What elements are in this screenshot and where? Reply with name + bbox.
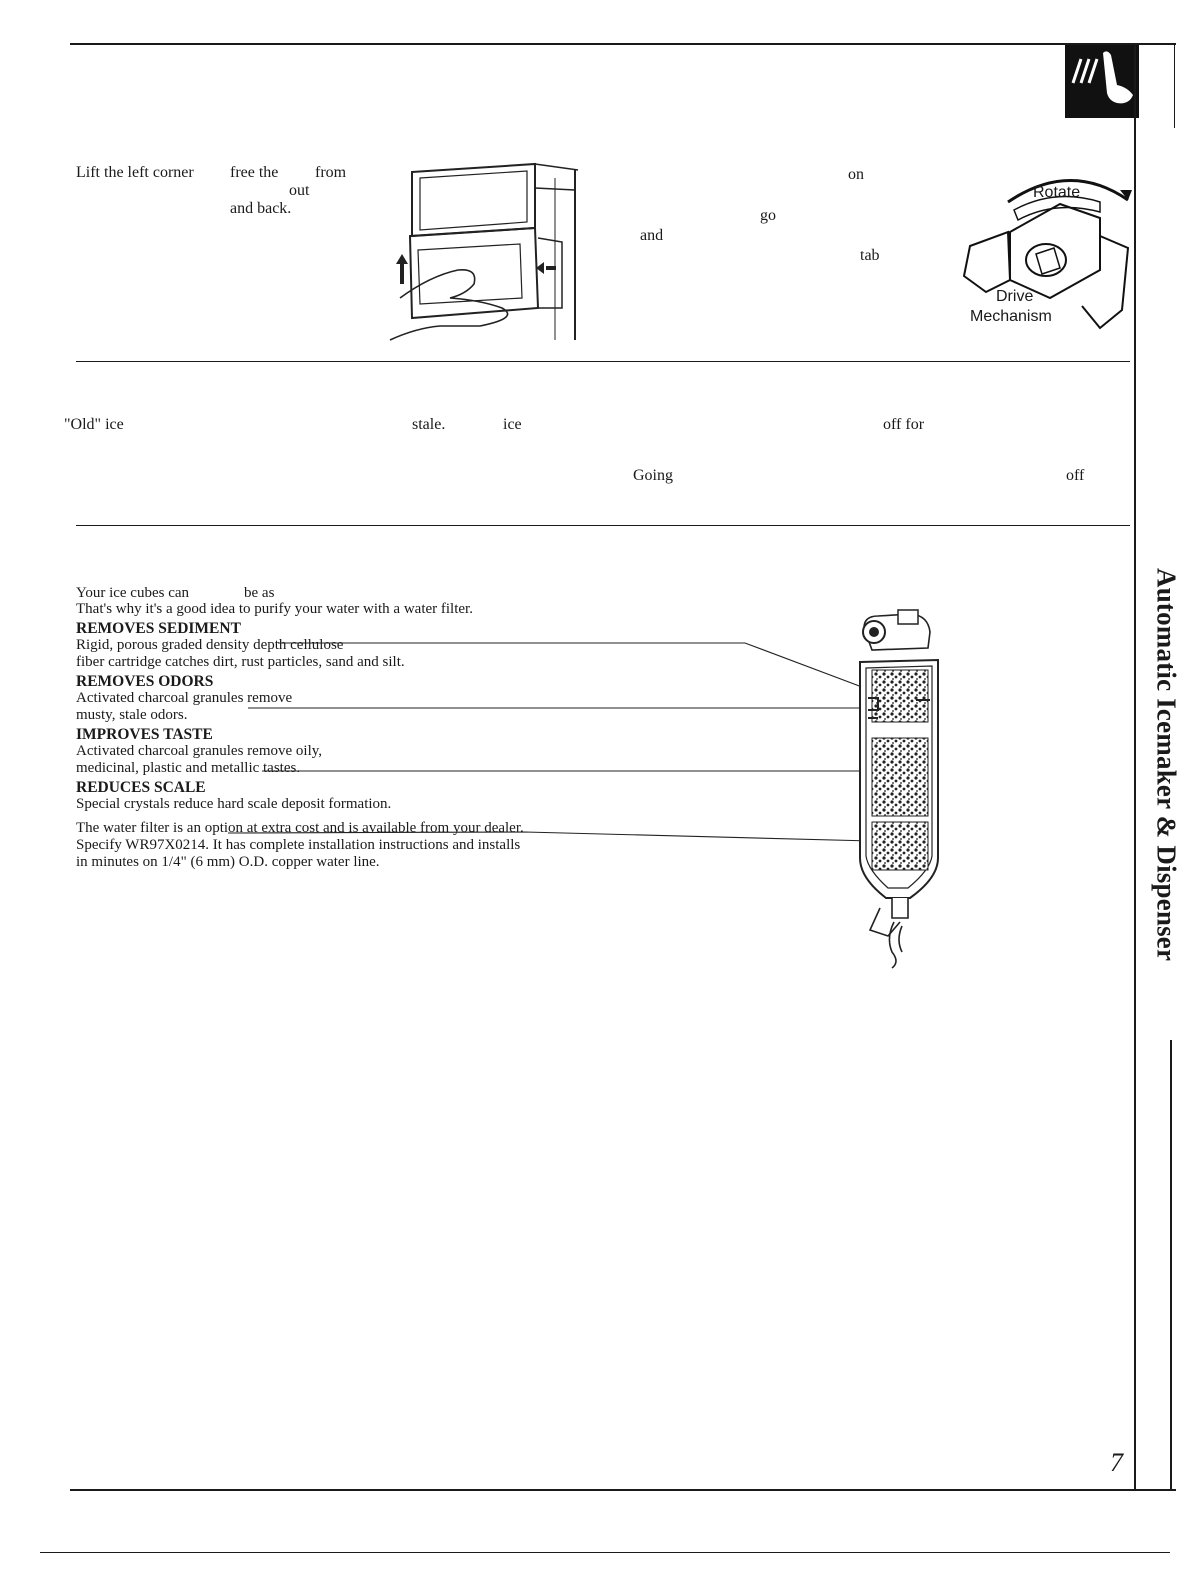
rotate-label: Rotate xyxy=(1033,184,1081,201)
drive-mechanism-diagram: Rotate Drive Mechanism xyxy=(950,160,1135,350)
top-rule xyxy=(70,43,1176,45)
bottom-rule xyxy=(70,1489,1176,1491)
feature-line: Special crystals reduce hard scale depos… xyxy=(76,796,392,812)
section-divider-2 xyxy=(76,525,1130,526)
old-ice-text-2: stale. xyxy=(412,416,446,433)
section-side-tab: Automatic Icemaker & Dispenser xyxy=(1136,568,1196,1008)
feature-heading-odors: REMOVES ODORS xyxy=(76,673,214,690)
drive-text-4: tab xyxy=(860,247,880,264)
feature-heading-scale: REDUCES SCALE xyxy=(76,779,206,796)
drive-text-2: go xyxy=(760,207,776,224)
drive-text-1: on xyxy=(848,166,864,183)
feature-line: fiber cartridge catches dirt, rust parti… xyxy=(76,654,405,670)
right-frame-line xyxy=(1174,45,1175,128)
feature-line: Rigid, porous graded density depth cellu… xyxy=(76,637,344,653)
footer-rule xyxy=(40,1552,1170,1553)
side-tab-rule xyxy=(1170,1040,1172,1490)
old-ice-text-3: ice xyxy=(503,416,522,433)
feature-line: musty, stale odors. xyxy=(76,707,188,723)
closing-line: Specify WR97X0214. It has complete insta… xyxy=(76,837,521,853)
side-tab-label: Automatic Icemaker & Dispenser xyxy=(1151,568,1182,962)
feature-line: medicinal, plastic and metallic tastes. xyxy=(76,760,301,776)
old-ice-text-1: "Old" ice xyxy=(64,416,124,433)
page-number: 7 xyxy=(1110,1448,1123,1477)
bin-text-1: Lift the left corner xyxy=(76,164,194,181)
filter-intro-line: That's why it's a good idea to purify yo… xyxy=(76,601,473,617)
old-ice-text-6: off xyxy=(1066,467,1085,484)
closing-line: in minutes on 1/4" (6 mm) O.D. copper wa… xyxy=(76,854,380,870)
old-ice-text-4: off for xyxy=(883,416,925,433)
filter-intro-fragment-2: be as xyxy=(244,585,275,601)
old-ice-text-5: Going xyxy=(633,467,673,484)
feature-line: Activated charcoal granules remove oily, xyxy=(76,743,323,759)
bin-text-5: and back. xyxy=(230,200,292,217)
feature-line: Activated charcoal granules remove xyxy=(76,690,293,706)
feature-heading-taste: IMPROVES TASTE xyxy=(76,726,213,743)
hand-pointing-icon xyxy=(1065,45,1139,118)
bin-text-2: free the xyxy=(230,164,279,181)
bin-text-3: from xyxy=(315,164,347,181)
closing-line: The water filter is an option at extra c… xyxy=(76,820,524,836)
feature-heading-sediment: REMOVES SEDIMENT xyxy=(76,620,241,637)
ice-bin-illustration xyxy=(370,158,585,343)
water-filter-text: That's why it's a good idea to purify yo… xyxy=(76,601,636,871)
filter-intro-fragment-1: Your ice cubes can xyxy=(76,585,190,601)
drive-text-3: and xyxy=(640,227,664,244)
water-filter-illustration xyxy=(850,608,950,970)
right-vertical-border xyxy=(1134,45,1136,1491)
mechanism-label: Mechanism xyxy=(970,308,1052,325)
section-divider-1 xyxy=(76,361,1130,362)
drive-label: Drive xyxy=(996,288,1034,305)
bin-text-4: out xyxy=(289,182,310,199)
